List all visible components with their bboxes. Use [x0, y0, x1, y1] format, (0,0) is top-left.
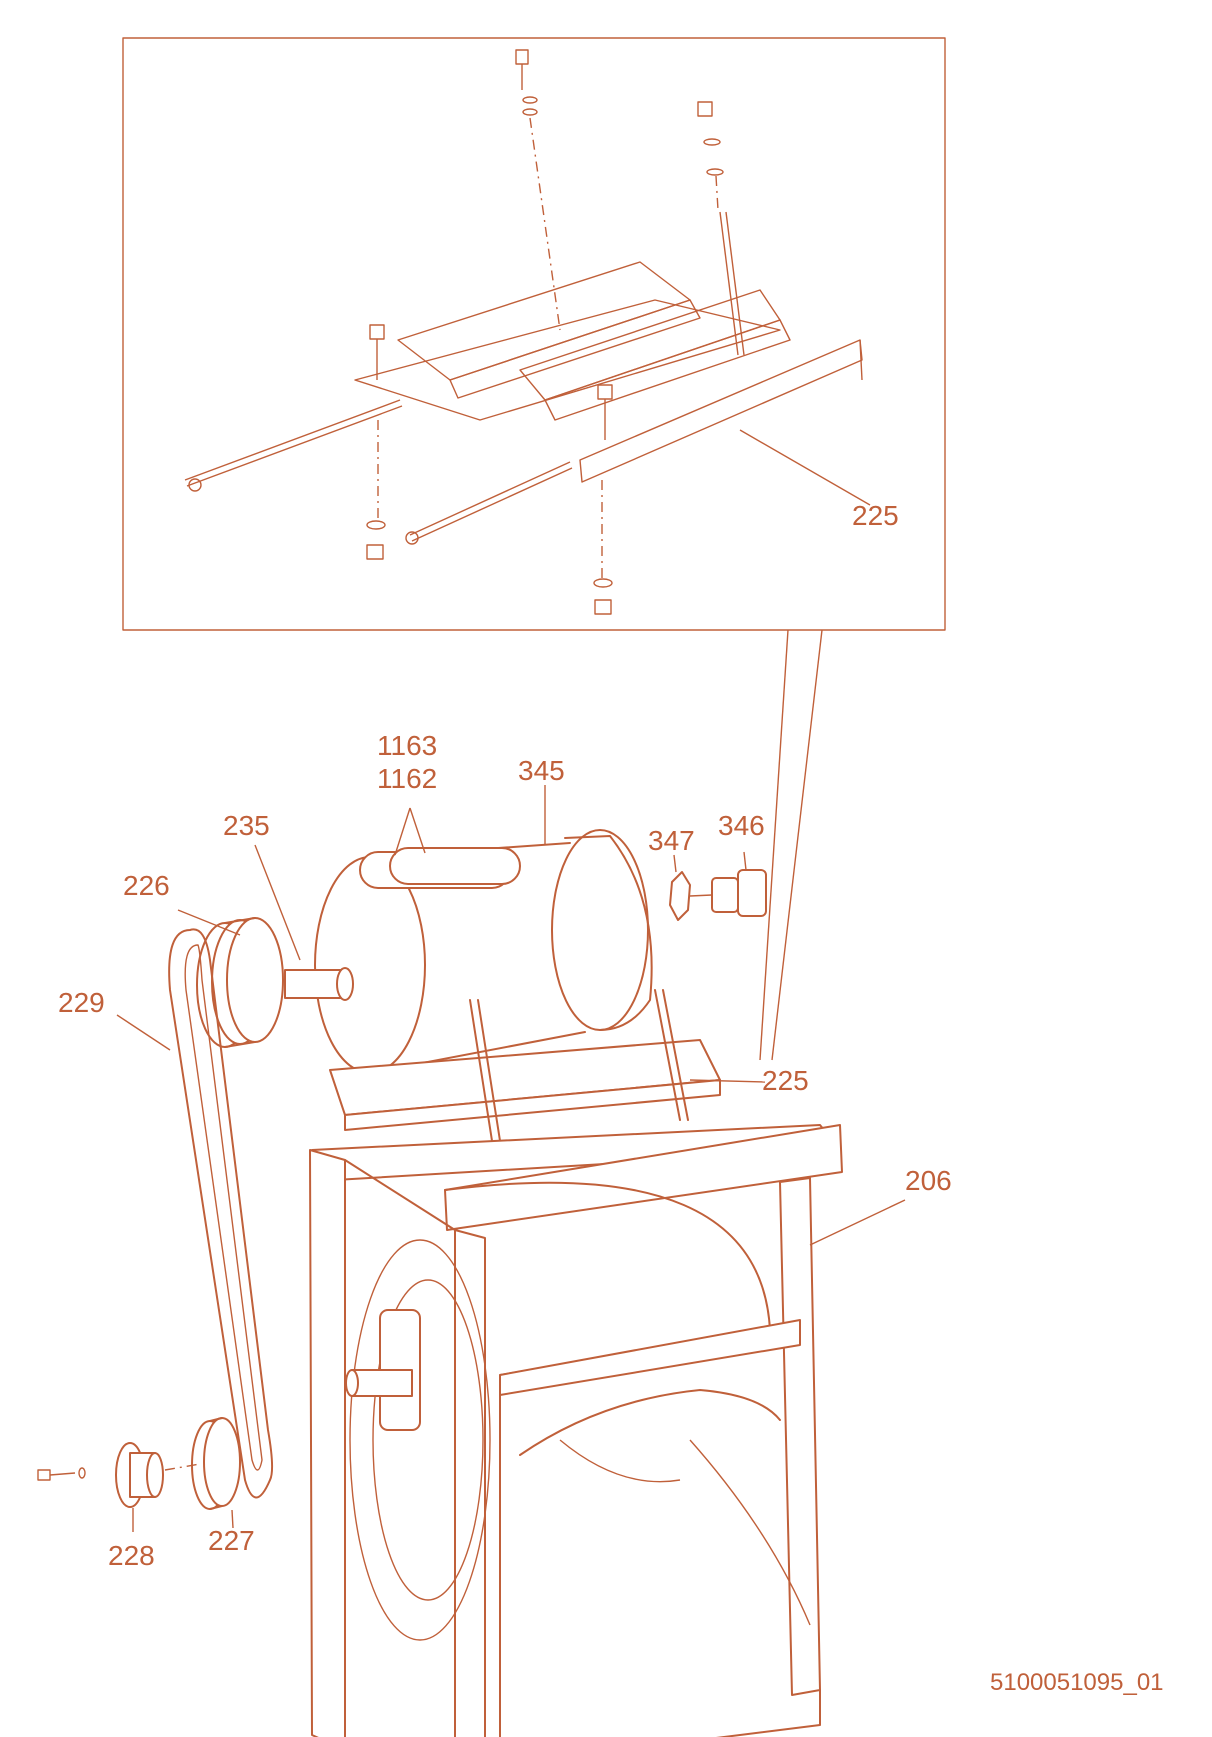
- taper-bush: [37, 1442, 201, 1508]
- label-347: 347: [648, 825, 695, 856]
- label-346: 346: [718, 810, 765, 841]
- drawing-number: 5100051095_01: [990, 1669, 1164, 1696]
- label-229: 229: [58, 987, 105, 1018]
- blower-housing: [309, 1124, 906, 1737]
- part-labels: 225 1163 1162 345 235 347 346 226 229 22…: [58, 500, 1164, 1696]
- leader-lines: [116, 785, 747, 1532]
- motor-pulley: [196, 917, 284, 1048]
- inset-frame: [122, 37, 946, 1061]
- v-belt: [168, 928, 274, 1499]
- inset-motor-base: [184, 49, 871, 615]
- label-1163: 1163: [377, 730, 437, 761]
- main-motor-base: [329, 989, 766, 1161]
- motor: [284, 829, 653, 1074]
- label-235: 235: [223, 810, 270, 841]
- label-225-inset: 225: [852, 500, 899, 531]
- label-345: 345: [518, 755, 565, 786]
- label-228: 228: [108, 1540, 155, 1571]
- label-225-main: 225: [762, 1065, 809, 1096]
- fan-pulley: [191, 1417, 241, 1510]
- label-227: 227: [208, 1525, 255, 1556]
- label-226: 226: [123, 870, 170, 901]
- mounting-nut-and-gland: [669, 869, 767, 921]
- label-1162: 1162: [377, 763, 437, 794]
- label-206: 206: [905, 1165, 952, 1196]
